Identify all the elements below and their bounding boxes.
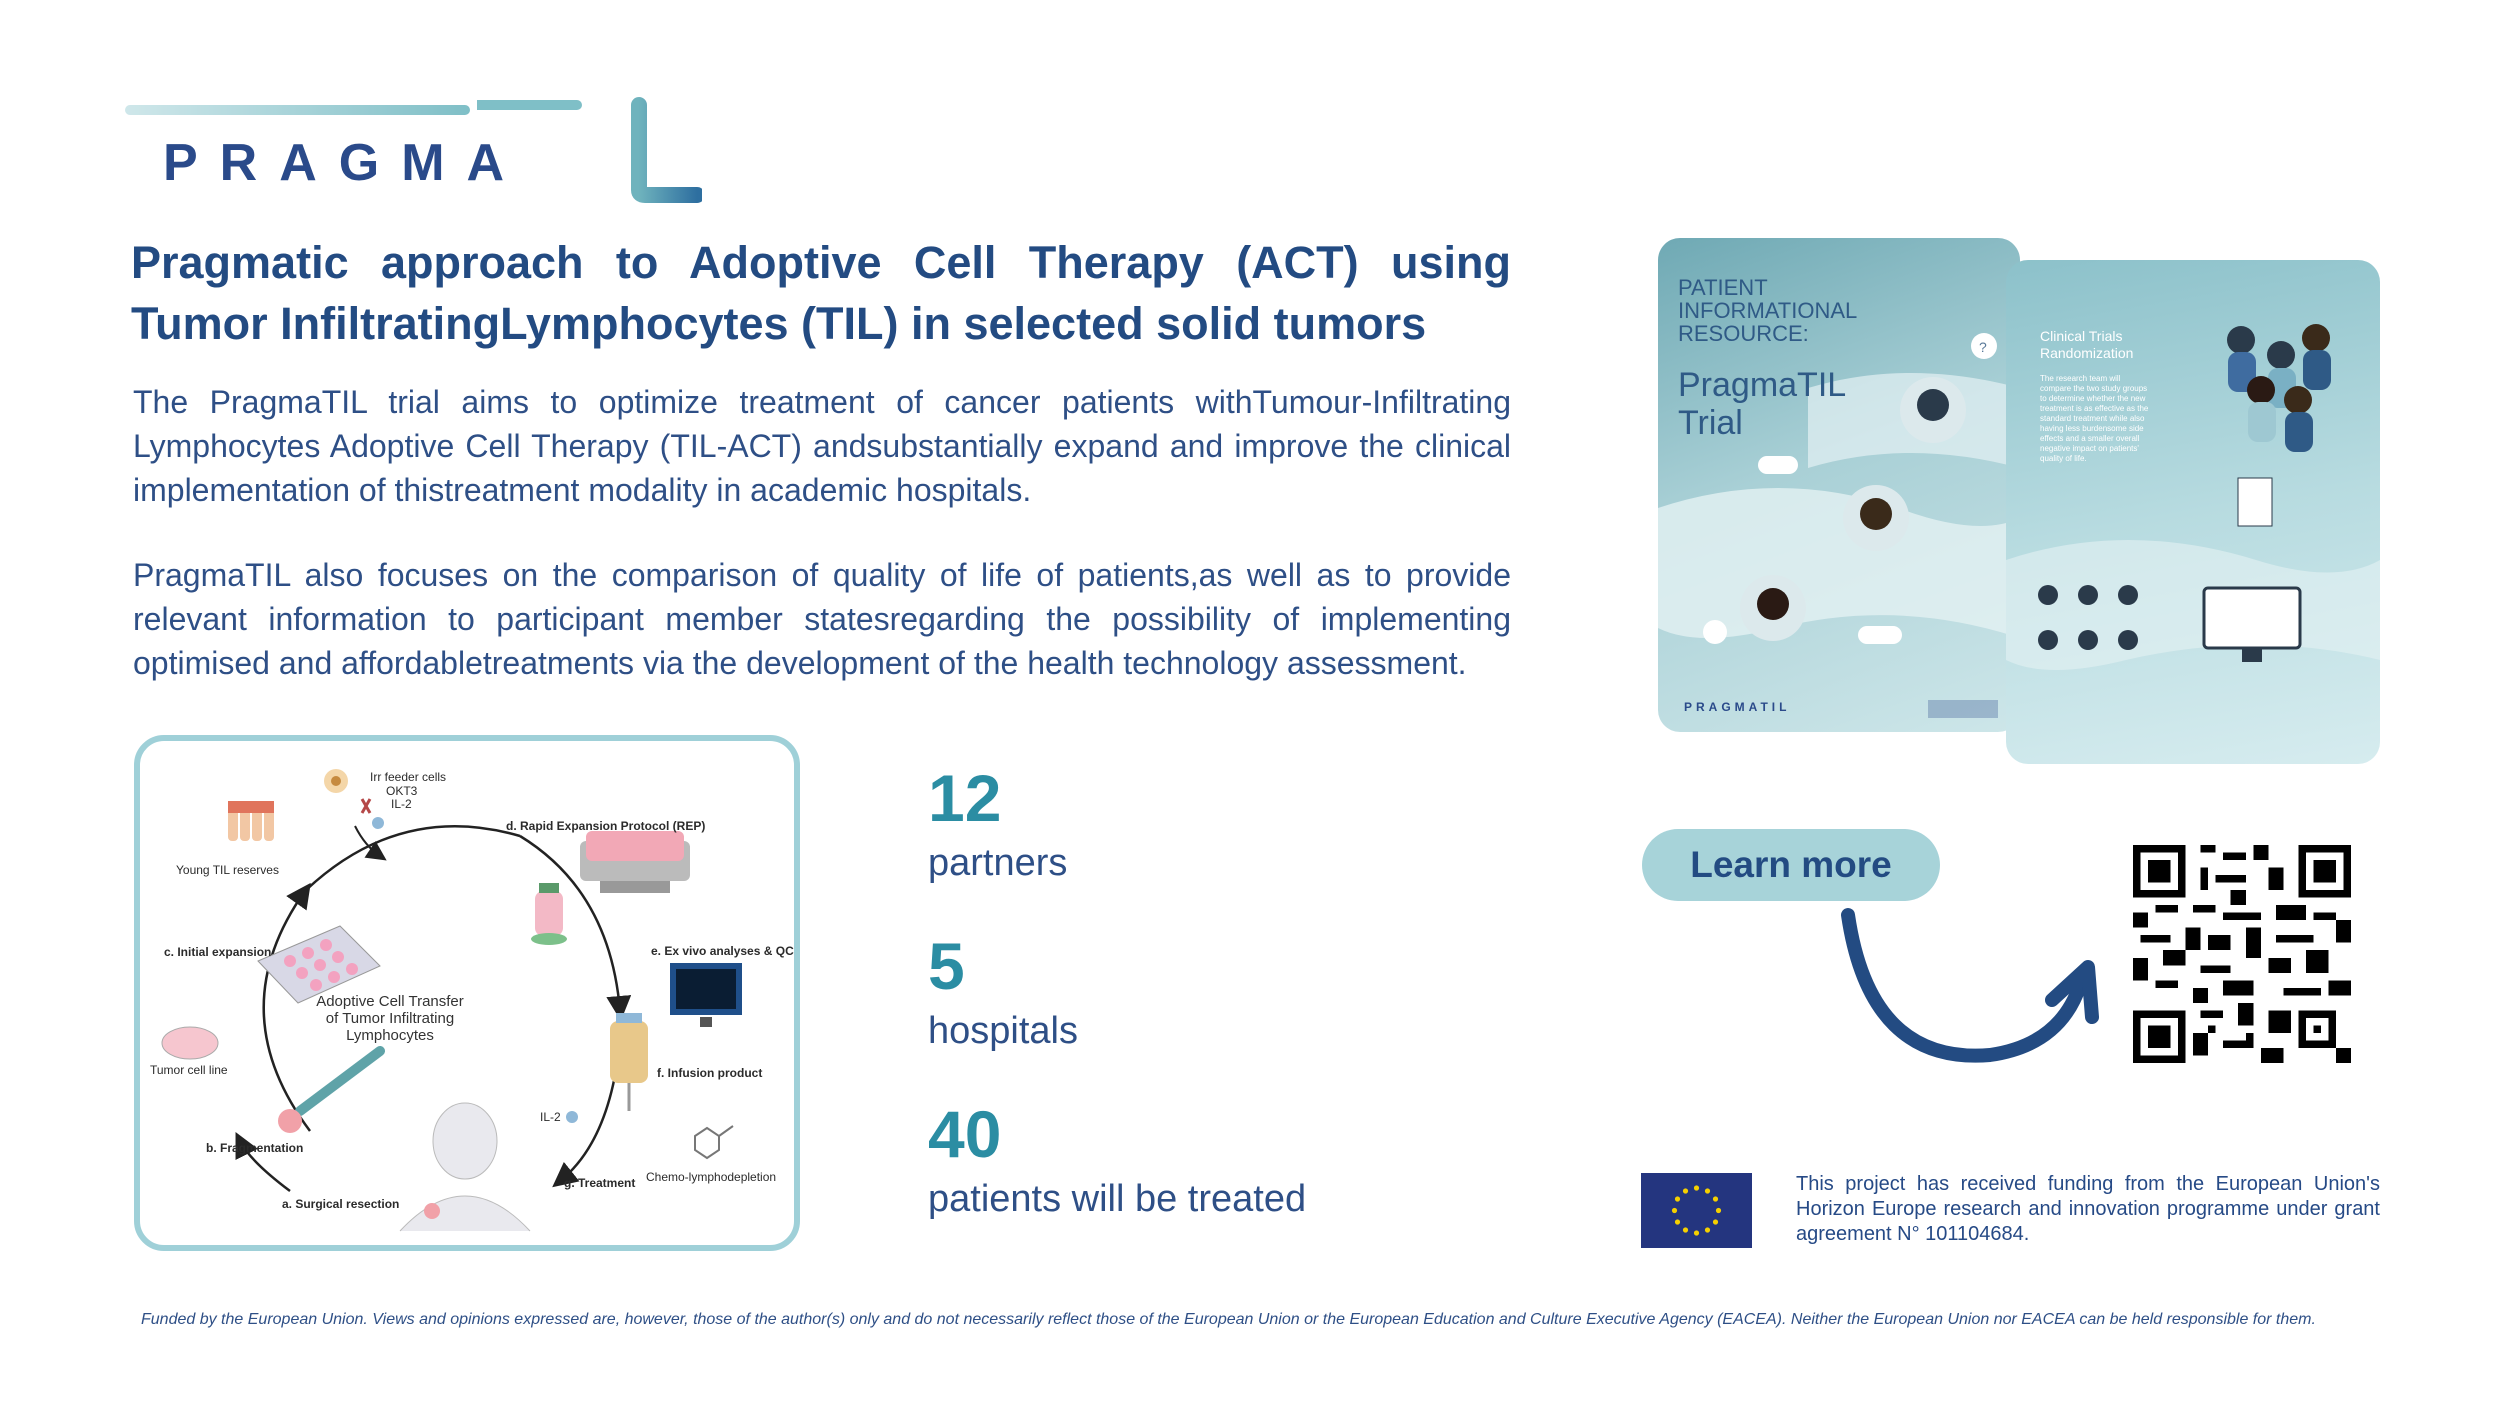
stat-hospitals-label: hospitals: [928, 1010, 1078, 1052]
label-chemo: Chemo-lymphodepletion: [646, 1170, 776, 1184]
diagram-center-line-2: of Tumor Infiltrating: [326, 1010, 454, 1027]
brochure-cover-art: ?: [1658, 333, 2020, 718]
label-infusion: f. Infusion product: [657, 1066, 762, 1080]
il2-icon: [372, 817, 384, 829]
label-initial-expansion: c. Initial expansion: [164, 945, 271, 959]
monitor-icon: [670, 963, 742, 1027]
label-fragmentation: b. Fragmentation: [206, 1141, 303, 1155]
eu-flag-icon: [1641, 1173, 1752, 1248]
cycle-arrow-5: [235, 1132, 291, 1192]
tissue-icon: [278, 1109, 302, 1133]
pragmatil-logo: PRAGMA: [125, 95, 705, 205]
rep-bag-icon: [580, 831, 690, 893]
diagram-center-line-1: Adoptive Cell Transfer: [316, 993, 464, 1010]
okt3-icon: [360, 798, 372, 814]
brochure-right-body: The research team will compare the two s…: [2040, 374, 2149, 463]
brochure-footer: PRAGMATIL: [1684, 700, 1791, 714]
label-il2: IL-2: [540, 1110, 561, 1124]
brochure-inner-page: Clinical Trials Randomization The resear…: [2006, 260, 2380, 764]
focus-paragraph: PragmaTIL also focuses on the comparison…: [133, 557, 1511, 681]
label-exvivo: e. Ex vivo analyses & QC: [651, 944, 794, 958]
logo-accent-line: [125, 105, 470, 115]
scalpel-icon: [295, 1046, 385, 1116]
il2-dots-icon: [566, 1111, 578, 1123]
svg-text:?: ?: [1979, 339, 1987, 355]
disclaimer-text: Funded by the European Union. Views and …: [141, 1311, 2316, 1328]
act-process-diagram: Irr feeder cells OKT3 IL-2 Young TIL res…: [134, 735, 800, 1251]
brochure-right-title: Clinical Trials Randomization: [2040, 328, 2134, 361]
stat-patients-number: 40: [928, 1097, 1002, 1171]
brochure-name: PragmaTIL Trial: [1678, 366, 1845, 442]
til-tubes-icon: [228, 801, 274, 841]
cycle-arrow-2: [304, 825, 521, 892]
brochure-inner-art: [2006, 324, 2380, 670]
curved-arrow-icon: [1841, 908, 2099, 1063]
label-tumor-line: Tumor cell line: [150, 1063, 228, 1077]
petri-dish-icon: [161, 1026, 219, 1060]
page-title: Pragmatic approach to Adoptive Cell Ther…: [131, 237, 1511, 349]
infusion-bag-icon: [610, 1013, 648, 1111]
well-plate-icon: [257, 925, 381, 1004]
cycle-arrow-3: [519, 834, 632, 1021]
label-treatment: g. Treatment: [564, 1176, 635, 1190]
diagram-center-line-3: Lymphocytes: [346, 1027, 434, 1044]
intro-paragraph: The PragmaTIL trial aims to optimize tre…: [133, 384, 1511, 508]
label-feeder-3: IL-2: [391, 797, 412, 811]
cycle-arrow-1: [262, 882, 312, 1132]
stat-partners-label: partners: [928, 842, 1068, 884]
flask-icon: [531, 883, 567, 945]
label-young-til: Young TIL reserves: [176, 863, 279, 877]
logo-til-mark: [477, 97, 702, 203]
logo-word: PRAGMA: [163, 134, 527, 192]
label-feeder-2: OKT3: [386, 784, 418, 798]
brochure-header: PATIENT INFORMATIONAL RESOURCE:: [1678, 275, 1857, 346]
chemo-molecule-icon: [694, 1125, 734, 1160]
label-surgical: a. Surgical resection: [282, 1197, 399, 1211]
brochure-cover: ? PATIENT INFORMATIONAL RESOURCE: Pragma…: [1658, 238, 2020, 732]
stat-hospitals-number: 5: [928, 929, 965, 1003]
label-rep: d. Rapid Expansion Protocol (REP): [506, 819, 705, 833]
label-feeder-1: Irr feeder cells: [370, 770, 446, 784]
learn-more-button[interactable]: Learn more: [1642, 829, 1940, 901]
patient-icon: [399, 1102, 531, 1232]
stat-patients-label: patients will be treated: [928, 1178, 1307, 1220]
qr-code-icon[interactable]: [2133, 845, 2351, 1063]
eu-funding-text: This project has received funding from t…: [1796, 1173, 2380, 1245]
stat-partners-number: 12: [928, 761, 1002, 835]
feeder-arrow: [354, 825, 387, 861]
